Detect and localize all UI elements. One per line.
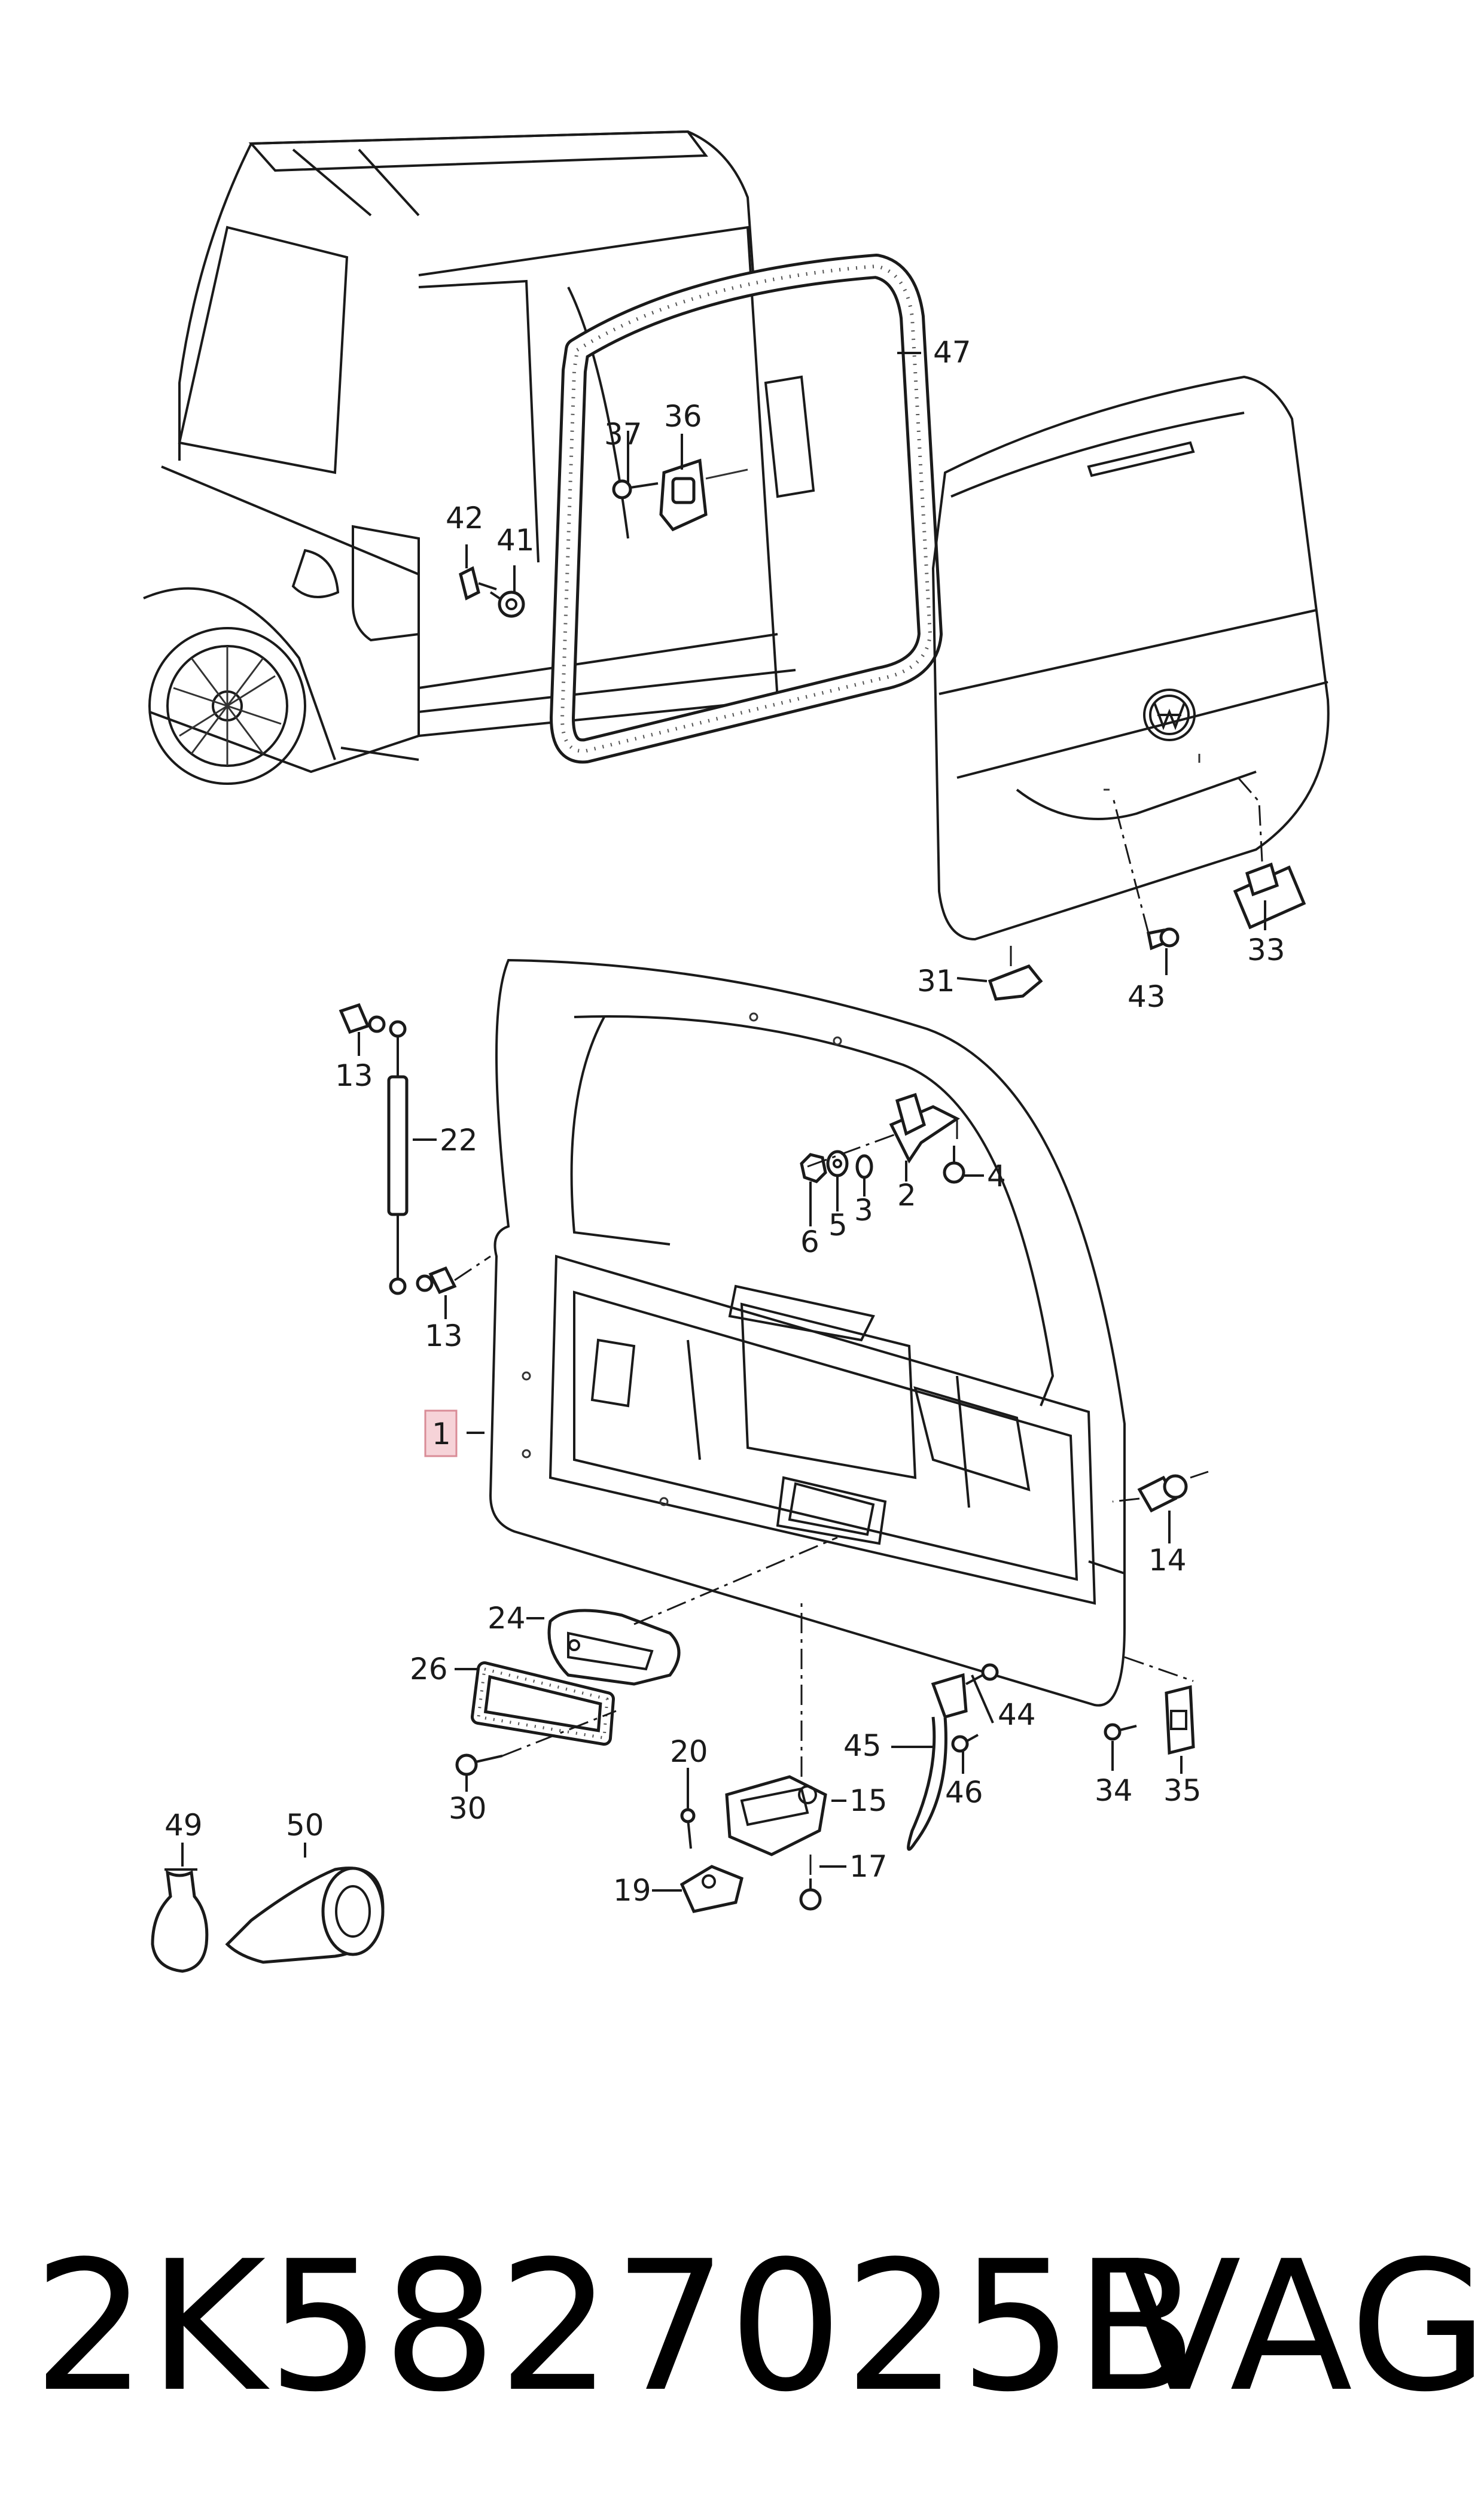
screw-30 [455, 1710, 617, 1776]
lock-15 [725, 1603, 827, 1856]
callout-label: 4 [987, 1159, 1006, 1193]
tailgate-seal-47 [550, 254, 943, 764]
hinge-axis-line [807, 1132, 898, 1168]
callout-label: 31 [917, 964, 955, 998]
callout-label: 34 [1095, 1773, 1133, 1808]
plate-light-33 [1233, 777, 1306, 930]
callout-label: 22 [440, 1123, 478, 1158]
bolt-20 [680, 1808, 696, 1849]
ball-stud-13-lower [416, 1255, 491, 1295]
exploded-parts-diagram: 1 2 3 4 5 6 13 13 14 15 17 19 20 22 24 2… [143, 130, 1330, 1973]
hinge-2 [889, 1092, 960, 1164]
callout-label: 5 [828, 1208, 848, 1243]
handle-axis-line [633, 1536, 838, 1625]
callout-label: 45 [843, 1728, 882, 1763]
striker-19 [679, 1865, 743, 1913]
gasket-26 [471, 1661, 615, 1746]
callout-label: 6 [800, 1225, 819, 1259]
callout-label: 14 [1148, 1543, 1187, 1578]
ball-stud-13-upper [339, 1003, 386, 1034]
callout-label: 50 [286, 1808, 324, 1843]
bracket-35 [1124, 1656, 1195, 1755]
callout-label: 36 [664, 399, 702, 434]
screw-43 [1111, 795, 1180, 951]
callout-label: 26 [410, 1652, 448, 1686]
callout-label: 20 [670, 1734, 708, 1769]
callout-label: 13 [335, 1058, 373, 1093]
callout-label: 47 [933, 335, 971, 370]
leader-lines [181, 352, 1266, 1892]
screw-46 [951, 1734, 979, 1753]
screw-44 [965, 1663, 999, 1685]
callout-label: 35 [1163, 1773, 1202, 1808]
callout-label: 42 [446, 501, 484, 535]
callout-label: 46 [945, 1775, 983, 1810]
screw-37 [612, 479, 659, 500]
callout-label: 3 [854, 1193, 873, 1228]
tailgate-outer-panel [931, 375, 1330, 941]
washer-3 [855, 1154, 873, 1179]
callout-label: 44 [998, 1697, 1036, 1732]
callout-1-highlight [424, 1409, 458, 1457]
bolt-42 [459, 566, 497, 601]
tailgate-frame-1 [489, 958, 1126, 1707]
callout-label: 2 [897, 1178, 916, 1213]
callout-label: 41 [496, 523, 535, 558]
callout-label: 30 [449, 1791, 487, 1826]
callout-label: 24 [487, 1601, 526, 1636]
buffer-31 [988, 945, 1043, 1001]
callout-label: 37 [604, 417, 642, 452]
callout-label: 15 [849, 1783, 888, 1818]
callout-label: 13 [425, 1319, 463, 1353]
grease-sachet-49 [151, 1868, 209, 1973]
buffer-14 [1112, 1470, 1209, 1513]
bolt-4 [943, 1146, 965, 1184]
striker-36 [659, 458, 748, 532]
gas-strut-22 [387, 1020, 409, 1295]
callout-label: 43 [1128, 979, 1166, 1014]
screw-34 [1104, 1723, 1137, 1741]
washer-5 [826, 1150, 849, 1177]
brand-label: VAG [1119, 2222, 1484, 2431]
handle-24 [547, 1609, 681, 1686]
tape-roll-50 [225, 1867, 385, 1964]
vehicle-body [143, 130, 815, 785]
part-number: 2K5827025B [33, 2222, 1199, 2431]
callout-label: 33 [1247, 933, 1285, 967]
callout-label: 49 [164, 1808, 203, 1843]
bolt-17 [799, 1855, 822, 1911]
callout-label: 19 [613, 1873, 651, 1908]
callout-label: 17 [849, 1849, 888, 1884]
clip-41 [489, 590, 525, 618]
strap-45 [907, 1673, 968, 1851]
nut-6 [800, 1153, 827, 1183]
callout-labels: 1 2 3 4 5 6 13 13 14 15 17 19 20 22 24 2… [164, 335, 1285, 1908]
callout-label: 1 [432, 1417, 451, 1451]
